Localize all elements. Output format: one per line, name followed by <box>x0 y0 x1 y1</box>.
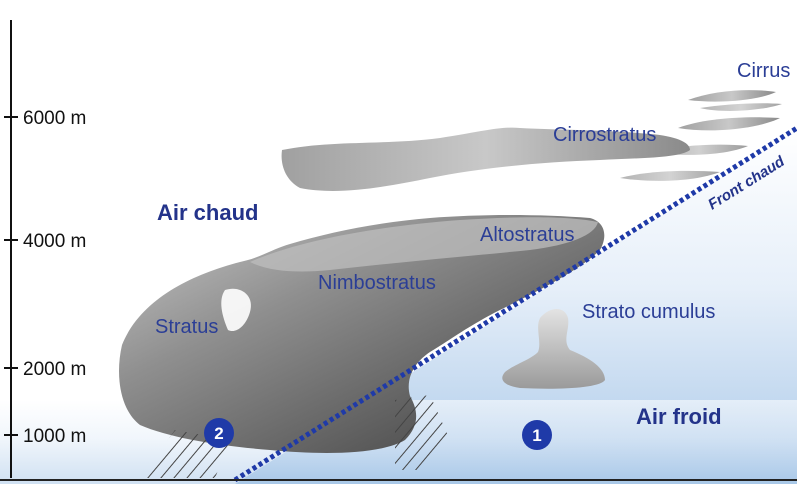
altitude-label-4000: 4000 m <box>23 231 86 252</box>
label-nimbostratus: Nimbostratus <box>318 272 436 294</box>
altitude-label-6000: 6000 m <box>23 108 86 129</box>
altitude-label-2000: 2000 m <box>23 359 86 380</box>
label-cirrostratus: Cirrostratus <box>553 124 656 146</box>
marker-2-label: 2 <box>214 424 223 443</box>
label-cold-air: Air froid <box>636 404 722 429</box>
marker-1-label: 1 <box>532 426 541 445</box>
label-strato-cumulus: Strato cumulus <box>582 301 715 323</box>
label-cirrus: Cirrus <box>737 60 790 82</box>
label-altostratus: Altostratus <box>480 224 574 246</box>
marker-2: 2 <box>204 418 234 448</box>
label-stratus: Stratus <box>155 316 218 338</box>
marker-1: 1 <box>522 420 552 450</box>
altitude-label-1000: 1000 m <box>23 426 86 447</box>
label-warm-air: Air chaud <box>157 200 258 225</box>
